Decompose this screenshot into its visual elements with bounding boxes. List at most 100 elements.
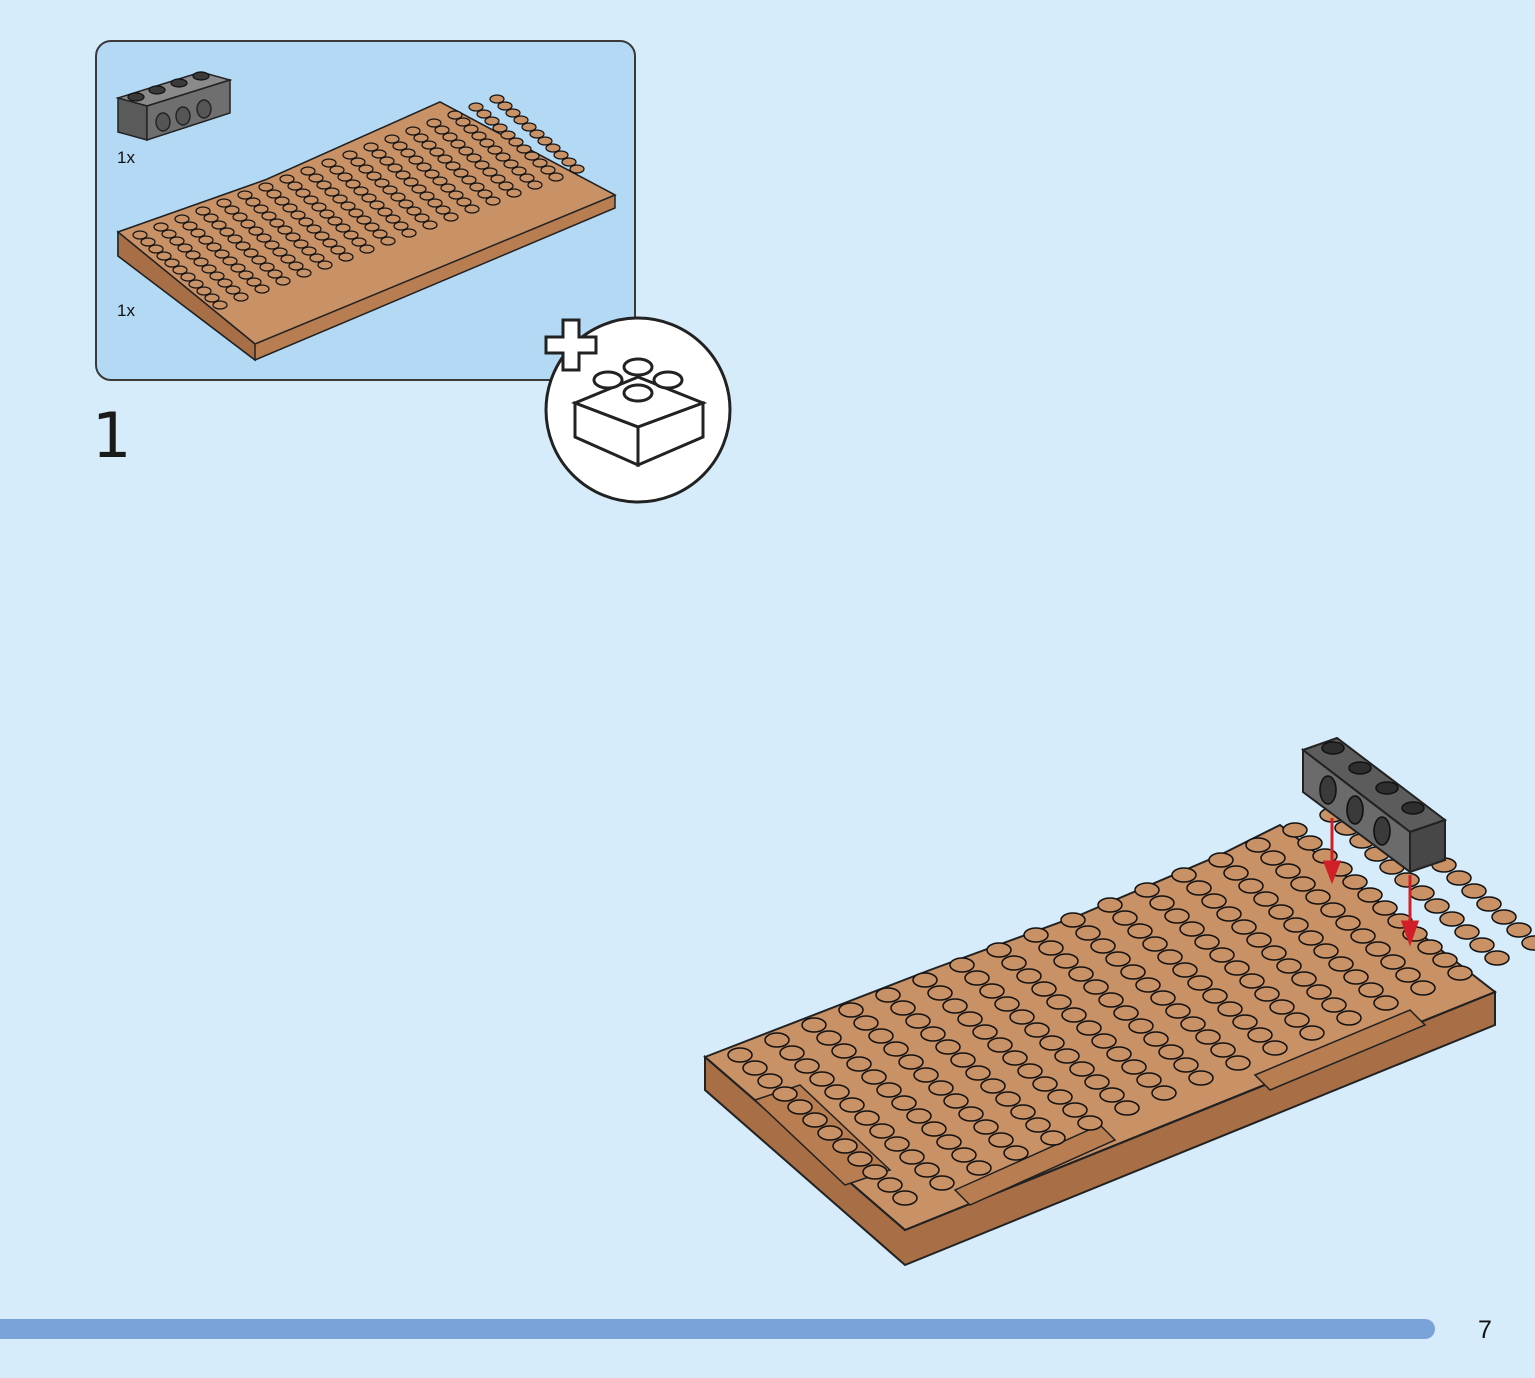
stud [529, 129, 545, 139]
stud [1469, 937, 1495, 953]
stud [306, 224, 322, 234]
stud [1010, 1104, 1036, 1120]
stud [222, 256, 238, 266]
stud [1194, 934, 1220, 950]
stud [330, 245, 346, 255]
stud [1195, 1029, 1221, 1045]
stud [1142, 936, 1168, 952]
stud [898, 1054, 924, 1070]
stud [1328, 956, 1354, 972]
stud [251, 255, 267, 265]
stud [287, 181, 303, 191]
stud [1380, 954, 1406, 970]
stud [1017, 1063, 1043, 1079]
stud [429, 147, 445, 157]
stud [1336, 1010, 1362, 1026]
stud [482, 167, 498, 177]
stud [1432, 952, 1458, 968]
stud [371, 149, 387, 159]
stud [839, 1097, 865, 1113]
stud [132, 230, 148, 240]
baseplate-part-icon [116, 94, 617, 362]
stud [235, 241, 251, 251]
stud [569, 164, 585, 174]
stud [1342, 874, 1368, 890]
stud [1032, 1076, 1058, 1092]
stud [861, 1069, 887, 1085]
stud [921, 1121, 947, 1137]
stud [140, 237, 156, 247]
stud [890, 1000, 916, 1016]
stud [1343, 969, 1369, 985]
stud [498, 181, 514, 191]
stud [153, 222, 169, 232]
stud [831, 1043, 857, 1059]
stud [161, 229, 177, 239]
stud [532, 158, 548, 168]
stud [1002, 1050, 1028, 1066]
stud [809, 1071, 835, 1087]
stud [232, 212, 248, 222]
stud [295, 188, 311, 198]
stud [1040, 1130, 1066, 1146]
stud [1246, 932, 1272, 948]
stud [1261, 945, 1287, 961]
stud [1299, 1025, 1325, 1041]
stud [905, 1013, 931, 1029]
stud [508, 137, 524, 147]
stud [1046, 994, 1072, 1010]
stud [461, 175, 477, 185]
stud [335, 223, 351, 233]
stud [1446, 870, 1472, 886]
stud [1247, 1027, 1273, 1043]
stud [817, 1125, 843, 1141]
stud [464, 204, 480, 214]
stud [463, 124, 479, 134]
stud [899, 1149, 925, 1165]
stud [363, 142, 379, 152]
stud [327, 216, 343, 226]
stud [290, 210, 306, 220]
page-progress-bar [0, 1319, 1435, 1339]
stud [1025, 1117, 1051, 1133]
stud [204, 293, 220, 303]
stud [1003, 1145, 1029, 1161]
stud [1491, 909, 1517, 925]
stud [369, 200, 385, 210]
stud [442, 132, 458, 142]
stud [1112, 910, 1138, 926]
stud [513, 115, 529, 125]
stud [957, 1011, 983, 1027]
stud [380, 236, 396, 246]
stud [487, 145, 503, 155]
stud [212, 300, 228, 310]
stud [1321, 997, 1347, 1013]
stud [1151, 1085, 1177, 1101]
stud [277, 225, 293, 235]
stud [280, 254, 296, 264]
stud [1077, 1115, 1103, 1131]
stud [485, 196, 501, 206]
stud [1202, 988, 1228, 1004]
stud [853, 1015, 879, 1031]
stud [1143, 1031, 1169, 1047]
stud [906, 1108, 932, 1124]
stud [1062, 1102, 1088, 1118]
stud [1305, 889, 1331, 905]
stud [1069, 1061, 1095, 1077]
stud [824, 1084, 850, 1100]
stud [832, 1138, 858, 1154]
stud [1231, 919, 1257, 935]
stud [453, 168, 469, 178]
stud [382, 185, 398, 195]
stud [424, 169, 440, 179]
stud [986, 942, 1012, 958]
stud [1180, 1016, 1206, 1032]
stud [172, 265, 188, 275]
stud [458, 146, 474, 156]
stud [169, 236, 185, 246]
stud [414, 213, 430, 223]
stud [1120, 964, 1146, 980]
stud [497, 101, 513, 111]
stud [413, 133, 429, 143]
